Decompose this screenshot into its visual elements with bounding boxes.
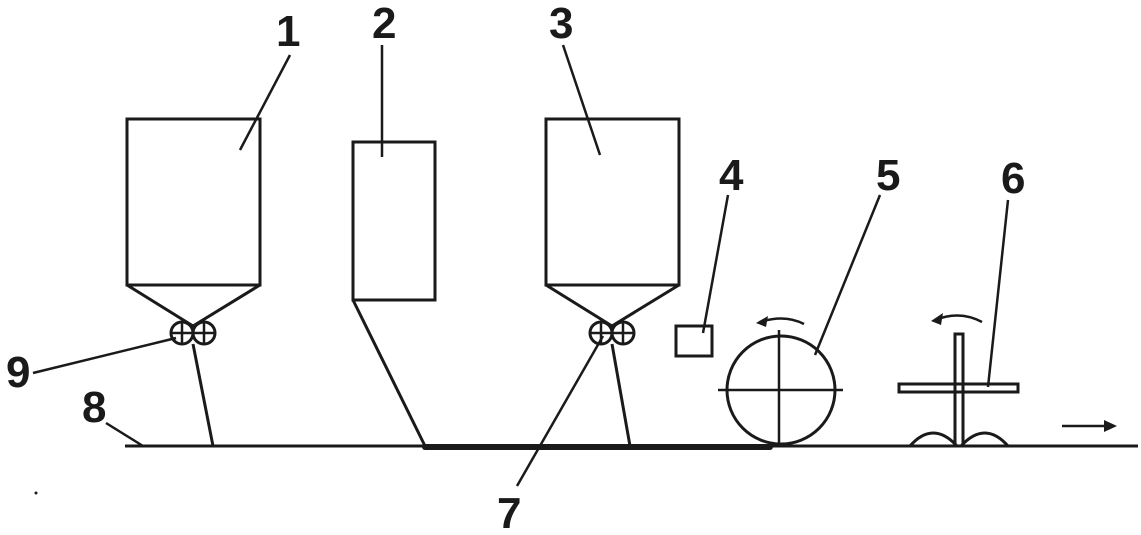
hopper-1 [125, 117, 262, 447]
dosing-rollers-3 [588, 320, 636, 346]
label-5: 5 [876, 151, 900, 200]
curved-arrow-icon [931, 313, 983, 325]
hopper-3 [544, 117, 681, 447]
leader-3 [561, 44, 602, 156]
leader-1 [238, 54, 292, 151]
unit-2 [351, 140, 437, 447]
label-4: 4 [719, 151, 744, 200]
label-2: 2 [372, 0, 396, 48]
label-6: 6 [1001, 154, 1025, 203]
leader-4 [701, 194, 730, 334]
label-3: 3 [549, 0, 573, 48]
rotor-6 [897, 332, 1020, 448]
dosing-rollers-1 [169, 320, 217, 346]
leader-9 [32, 336, 177, 375]
label-7: 7 [497, 489, 521, 535]
label-8: 8 [82, 383, 106, 432]
leader-8 [105, 421, 144, 448]
leader-6 [986, 199, 1010, 388]
speck [34, 491, 38, 495]
right-arrow-icon [1062, 420, 1117, 432]
roller-5 [718, 330, 843, 446]
box-4 [674, 324, 714, 358]
curved-arrow-icon [756, 316, 805, 327]
label-9: 9 [6, 348, 30, 397]
label-1: 1 [276, 7, 300, 56]
leader-5 [813, 194, 882, 356]
leader-7 [515, 335, 605, 487]
